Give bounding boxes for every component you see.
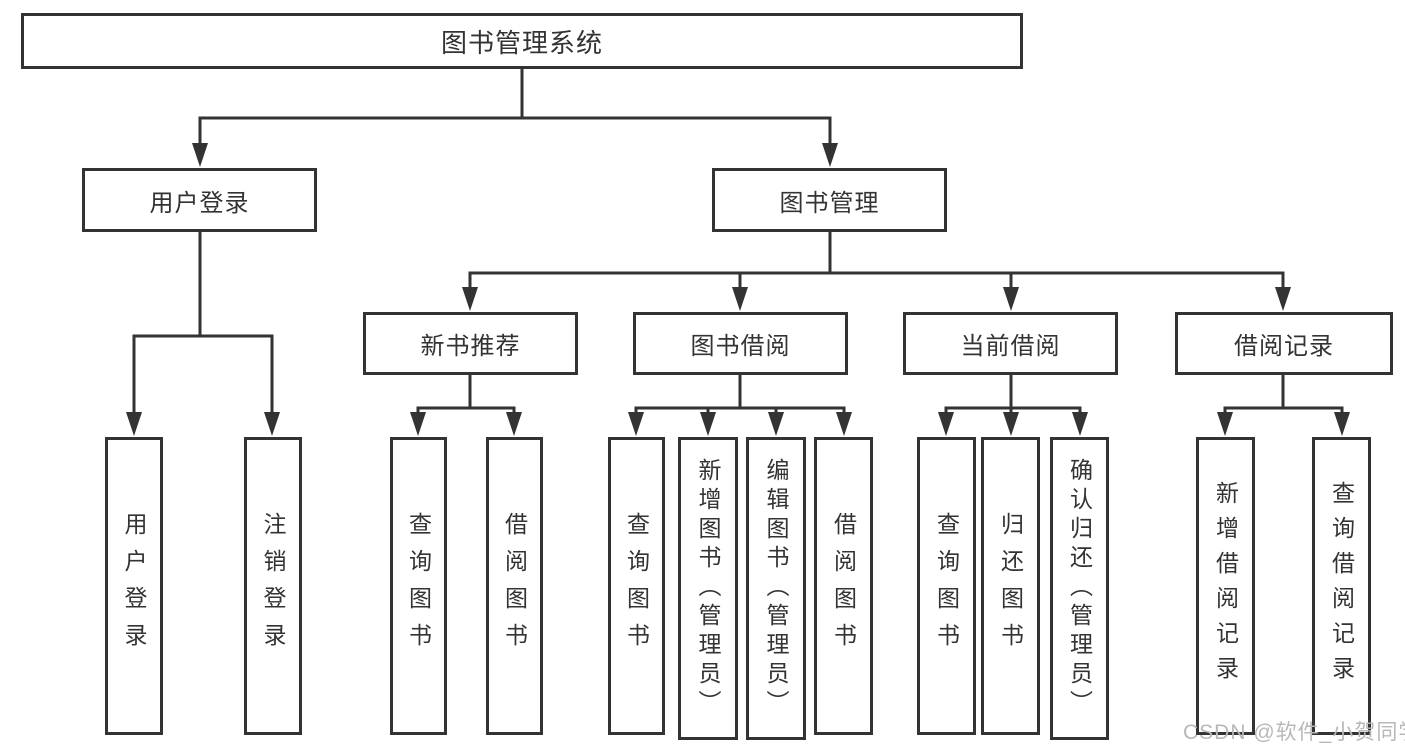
leaf-borrow-book-rec: 借阅图书 [486, 437, 543, 735]
leaf-logout: 注销登录 [244, 437, 302, 735]
node-new-book-rec: 新书推荐 [363, 312, 578, 375]
node-user-login: 用户登录 [82, 168, 317, 232]
node-book-mgmt: 图书管理 [712, 168, 947, 232]
leaf-add-borrow-record: 新增借阅记录 [1196, 437, 1255, 735]
leaf-query-book-borrow: 查询图书 [608, 437, 665, 735]
node-current-borrow: 当前借阅 [903, 312, 1118, 375]
leaf-user-login: 用户登录 [105, 437, 163, 735]
leaf-add-book-admin: 新增图书（管理员） [678, 437, 738, 740]
leaf-borrow-book-borrow: 借阅图书 [814, 437, 873, 735]
arrowheads [126, 143, 1350, 436]
leaf-edit-book-admin: 编辑图书（管理员） [746, 437, 806, 740]
leaf-confirm-return-admin: 确认归还（管理员） [1050, 437, 1109, 740]
watermark-text: CSDN @软件_小贺同学 [1183, 721, 1405, 744]
leaf-query-book-current: 查询图书 [917, 437, 976, 735]
leaf-query-book-rec: 查询图书 [390, 437, 447, 735]
leaf-query-borrow-record: 查询借阅记录 [1312, 437, 1371, 735]
node-borrow-records: 借阅记录 [1175, 312, 1393, 375]
node-book-borrow: 图书借阅 [633, 312, 848, 375]
leaf-return-book: 归还图书 [981, 437, 1040, 735]
connector-paths [132, 69, 1344, 420]
node-root: 图书管理系统 [21, 13, 1023, 69]
